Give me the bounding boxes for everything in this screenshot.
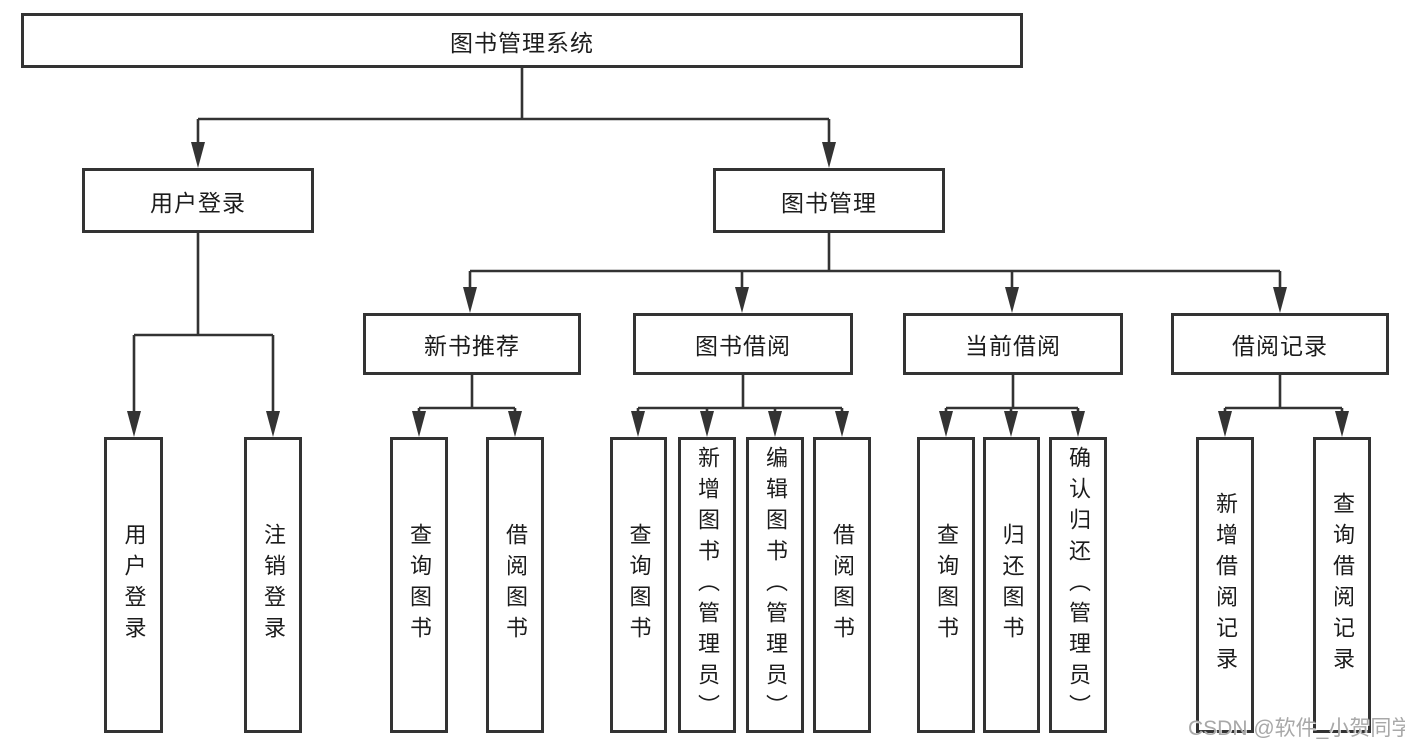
node-label: 图书管理 — [781, 189, 877, 216]
leaf-query-books-newbook: 查询图书 — [390, 437, 448, 733]
arrow-icon — [1005, 287, 1019, 313]
node-label: 查询图书 — [934, 523, 959, 647]
node-new-book-recommendation: 新书推荐 — [363, 313, 581, 375]
connector-borrow-record — [1223, 375, 1344, 415]
node-label: 确认归还（管理员） — [1066, 445, 1091, 725]
leaf-borrow-books-newbook: 借阅图书 — [486, 437, 544, 733]
node-label: 新增借阅记录 — [1213, 492, 1238, 678]
arrow-icon — [1273, 287, 1287, 313]
node-label: 新增图书（管理员） — [695, 445, 720, 725]
arrow-icon — [463, 287, 477, 313]
node-label: 用户登录 — [150, 189, 246, 216]
connector-user-login — [132, 233, 275, 415]
connector-new-book — [417, 375, 517, 415]
node-borrowing-records: 借阅记录 — [1171, 313, 1389, 375]
arrowheads — [127, 142, 1349, 437]
arrow-icon — [1071, 411, 1085, 437]
arrow-icon — [266, 411, 280, 437]
arrow-icon — [1335, 411, 1349, 437]
arrow-icon — [1004, 411, 1018, 437]
leaf-borrow-books-borrowing: 借阅图书 — [813, 437, 871, 733]
node-book-management: 图书管理 — [713, 168, 945, 233]
node-current-borrowing: 当前借阅 — [903, 313, 1123, 375]
leaf-edit-books-admin: 编辑图书（管理员） — [746, 437, 804, 733]
node-library-management-system: 图书管理系统 — [21, 13, 1023, 68]
node-label: 借阅图书 — [503, 523, 528, 647]
node-label: 编辑图书（管理员） — [763, 445, 788, 725]
node-label: 用户登录 — [121, 523, 147, 647]
leaf-return-books: 归还图书 — [983, 437, 1040, 733]
node-label: 查询图书 — [407, 523, 432, 647]
leaf-query-borrow-record: 查询借阅记录 — [1313, 437, 1371, 733]
node-label: 查询借阅记录 — [1330, 492, 1355, 678]
node-user-login: 用户登录 — [82, 168, 314, 233]
node-label: 查询图书 — [626, 523, 652, 647]
node-label: 新书推荐 — [424, 333, 520, 359]
arrow-icon — [768, 411, 782, 437]
arrow-icon — [508, 411, 522, 437]
node-label: 图书管理系统 — [450, 29, 594, 56]
node-label: 借阅记录 — [1232, 333, 1328, 359]
arrow-icon — [191, 142, 205, 168]
leaf-add-books-admin: 新增图书（管理员） — [678, 437, 736, 733]
arrow-icon — [735, 287, 749, 313]
arrow-icon — [939, 411, 953, 437]
arrow-icon — [700, 411, 714, 437]
leaf-query-books-current: 查询图书 — [917, 437, 975, 733]
arrow-icon — [1218, 411, 1232, 437]
arrow-icon — [835, 411, 849, 437]
connector-current-borrow — [944, 375, 1080, 415]
node-label: 图书借阅 — [695, 333, 791, 359]
node-label: 当前借阅 — [965, 333, 1061, 359]
leaf-logout: 注销登录 — [244, 437, 302, 733]
connector-book-borrow — [636, 375, 844, 415]
node-book-borrowing: 图书借阅 — [633, 313, 853, 375]
arrow-icon — [412, 411, 426, 437]
leaf-user-login: 用户登录 — [104, 437, 163, 733]
connector-book-mgmt — [468, 233, 1282, 291]
arrow-icon — [127, 411, 141, 437]
arrow-icon — [822, 142, 836, 168]
arrow-icon — [631, 411, 645, 437]
leaf-confirm-return-admin: 确认归还（管理员） — [1049, 437, 1107, 733]
node-label: 归还图书 — [999, 523, 1025, 647]
connector-root — [196, 68, 831, 146]
leaf-query-books-borrowing: 查询图书 — [610, 437, 667, 733]
node-label: 注销登录 — [261, 523, 286, 647]
node-label: 借阅图书 — [830, 523, 855, 647]
leaf-add-borrow-record: 新增借阅记录 — [1196, 437, 1254, 733]
